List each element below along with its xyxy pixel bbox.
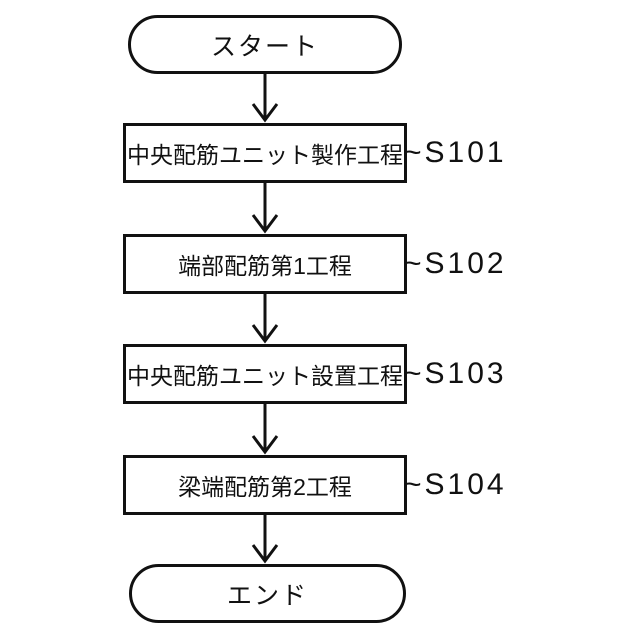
arrow-step2-to-step3 [251, 294, 279, 344]
process-step-1-label: 中央配筋ユニット製作工程 [127, 142, 403, 168]
process-step-1: 中央配筋ユニット製作工程 [123, 123, 407, 183]
arrowhead-icon [251, 103, 279, 123]
arrow-start-to-step1 [251, 74, 279, 123]
arrow-step3-to-step4 [251, 404, 279, 455]
process-step-2: 端部配筋第1工程 [123, 234, 407, 294]
step-ref-s102-text: ~S102 [404, 247, 507, 280]
arrowhead-icon [251, 214, 279, 234]
end-terminal: エンド [129, 564, 406, 623]
process-step-3-label: 中央配筋ユニット設置工程 [127, 363, 403, 389]
arrow-step4-to-end [251, 515, 279, 564]
start-terminal-label: スタート [210, 32, 319, 61]
end-terminal-label: エンド [226, 581, 308, 610]
step-ref-s104-text: ~S104 [404, 468, 507, 501]
step-ref-s101-text: ~S101 [404, 136, 507, 169]
step-ref-s103: ~S103 [404, 356, 507, 392]
step-ref-s102: ~S102 [404, 246, 507, 282]
process-step-4: 梁端配筋第2工程 [123, 455, 407, 515]
step-ref-s103-text: ~S103 [404, 357, 507, 390]
process-step-2-label: 端部配筋第1工程 [178, 253, 352, 279]
start-terminal: スタート [128, 15, 402, 74]
step-ref-s104: ~S104 [404, 467, 507, 503]
process-step-4-label: 梁端配筋第2工程 [178, 474, 352, 500]
arrow-step1-to-step2 [251, 183, 279, 234]
arrowhead-icon [251, 324, 279, 344]
step-ref-s101: ~S101 [404, 135, 507, 171]
process-step-3: 中央配筋ユニット設置工程 [123, 344, 407, 404]
arrowhead-icon [251, 435, 279, 455]
arrowhead-icon [251, 544, 279, 564]
